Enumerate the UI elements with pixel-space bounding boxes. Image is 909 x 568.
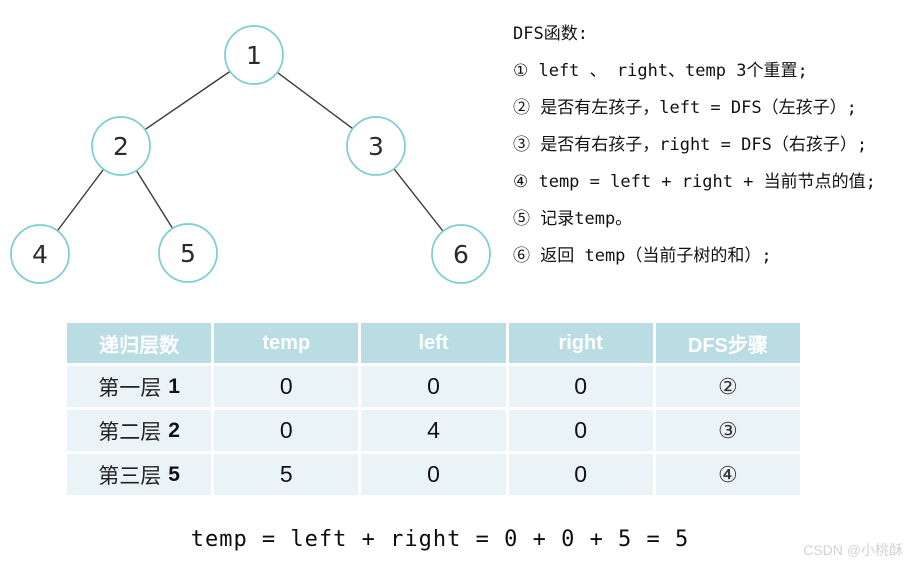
tree-node-circle-2 (91, 116, 151, 176)
table-row-3-level: 第三层 5 (67, 454, 212, 495)
sum-formula: temp = left + right = 0 + 0 + 5 = 5 (190, 527, 690, 552)
tree-node-value-2: 2 (113, 132, 129, 161)
level-label: 第二层 (98, 419, 162, 444)
table-header-left: left (361, 323, 506, 363)
table-row-2-left: 4 (361, 410, 506, 451)
table-header-temp: temp (214, 323, 359, 363)
dfs-note-step-5: ⑤ 记录temp。 (513, 209, 633, 229)
table-row-2-level: 第二层 2 (67, 410, 212, 451)
level-label: 第三层 (98, 463, 162, 488)
dfs-note-step-6: ⑥ 返回 temp（当前子树的和）; (513, 246, 772, 266)
csdn-watermark: CSDN @小桃酥 (803, 542, 903, 558)
table-header-level: 递归层数 (67, 323, 212, 363)
tree-node-circle-3 (346, 116, 406, 176)
recursion-trace-table: 递归层数 temp left right DFS步骤 第一层 1 0 0 0 ②… (67, 323, 800, 495)
table-row-2-right: 0 (508, 410, 653, 451)
dfs-note-step-4: ④ temp = left + right + 当前节点的值; (513, 172, 876, 192)
table-row-1-right: 0 (508, 366, 653, 407)
table-header-right: right (508, 323, 653, 363)
tree-node-circle-5 (158, 223, 218, 283)
tree-node-value-6: 6 (453, 240, 469, 269)
tree-node-value-5: 5 (180, 239, 196, 268)
tree-node-value-4: 4 (32, 240, 48, 269)
table-row-1-step: ② (655, 366, 800, 407)
level-node-value: 5 (168, 462, 180, 486)
tree-node-value-3: 3 (368, 132, 384, 161)
table-row-2-temp: 0 (214, 410, 359, 451)
dfs-notes: DFS函数: ① left 、 right、temp 3个重置; ② 是否有左孩… (513, 16, 909, 275)
dfs-note-step-2: ② 是否有左孩子，left = DFS（左孩子）; (513, 98, 857, 118)
tree-node-circle-1 (224, 25, 284, 85)
table-row-3-temp: 5 (214, 454, 359, 495)
table-row-1-temp: 0 (214, 366, 359, 407)
table-row-2-step: ③ (655, 410, 800, 451)
table-row-1-left: 0 (361, 366, 506, 407)
table-header-step: DFS步骤 (655, 323, 800, 363)
binary-tree-diagram: 1 2 3 4 5 6 (10, 25, 491, 284)
dfs-note-step-1: ① left 、 right、temp 3个重置; (513, 61, 808, 81)
level-node-value: 2 (168, 418, 180, 442)
table-row-3-step: ④ (655, 454, 800, 495)
table-row-1-level: 第一层 1 (67, 366, 212, 407)
table-row-3-right: 0 (508, 454, 653, 495)
dfs-notes-title: DFS函数: (513, 24, 588, 44)
level-label: 第一层 (98, 375, 162, 400)
table-row-3-left: 0 (361, 454, 506, 495)
level-node-value: 1 (168, 374, 180, 398)
tree-node-value-1: 1 (246, 41, 262, 70)
tree-node-circle-4 (10, 224, 70, 284)
tree-node-circle-6 (431, 224, 491, 284)
dfs-note-step-3: ③ 是否有右孩子，right = DFS（右孩子）; (513, 135, 868, 155)
